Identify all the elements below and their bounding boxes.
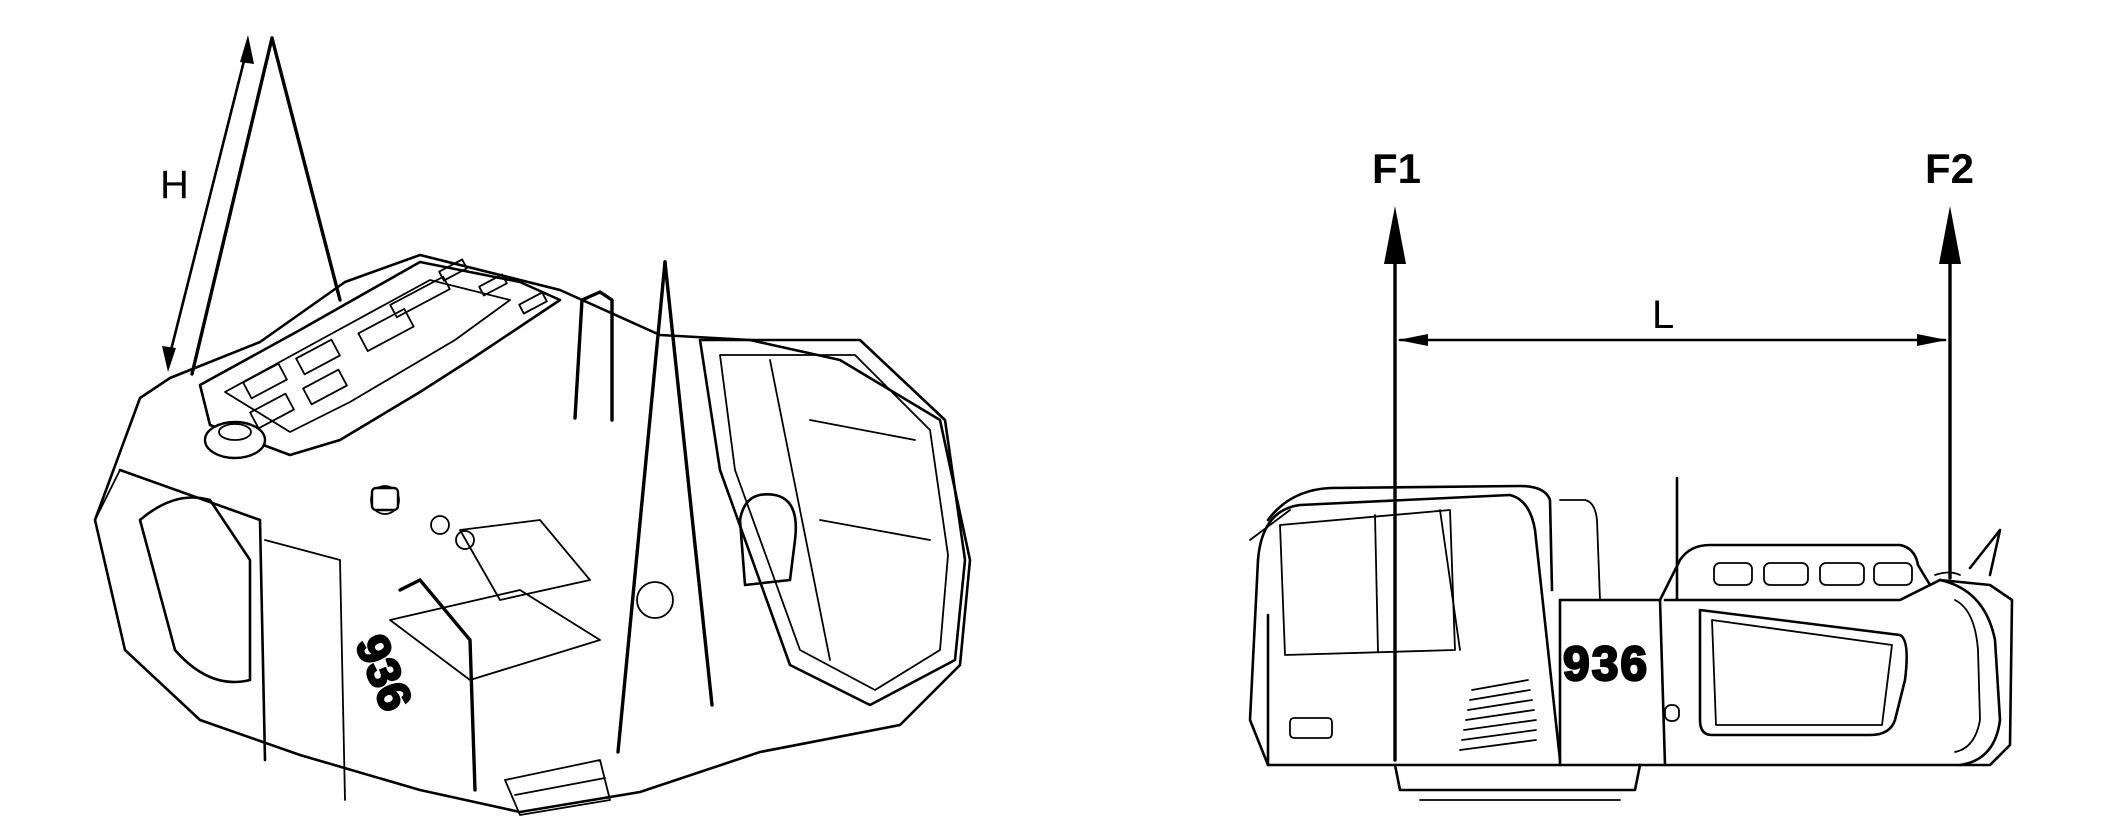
- force-f2-arrowhead: [1939, 206, 1961, 264]
- right-model-badge: 936: [1563, 638, 1649, 691]
- force-vectors: F1 F2: [1372, 145, 1974, 762]
- height-arrow-bottom: [162, 346, 176, 372]
- side-upper-structure: 936: [1248, 476, 2014, 801]
- span-dimension: L: [1398, 293, 1947, 346]
- span-label: L: [1652, 293, 1674, 337]
- height-arrow-top: [240, 35, 254, 64]
- force-f2-label: F2: [1925, 145, 1974, 192]
- height-dimension: H: [160, 35, 254, 372]
- height-label: H: [160, 163, 189, 207]
- left-model-badge: 936: [346, 627, 423, 718]
- force-f1-label: F1: [1372, 145, 1421, 192]
- side-vents: [1459, 679, 1537, 751]
- isometric-view: H: [93, 35, 972, 816]
- lifting-slings: [190, 36, 714, 754]
- force-f1-arrowhead: [1384, 206, 1406, 264]
- side-view: 936 F1 F2 L: [1248, 145, 2014, 801]
- upper-structure: 936: [93, 253, 972, 816]
